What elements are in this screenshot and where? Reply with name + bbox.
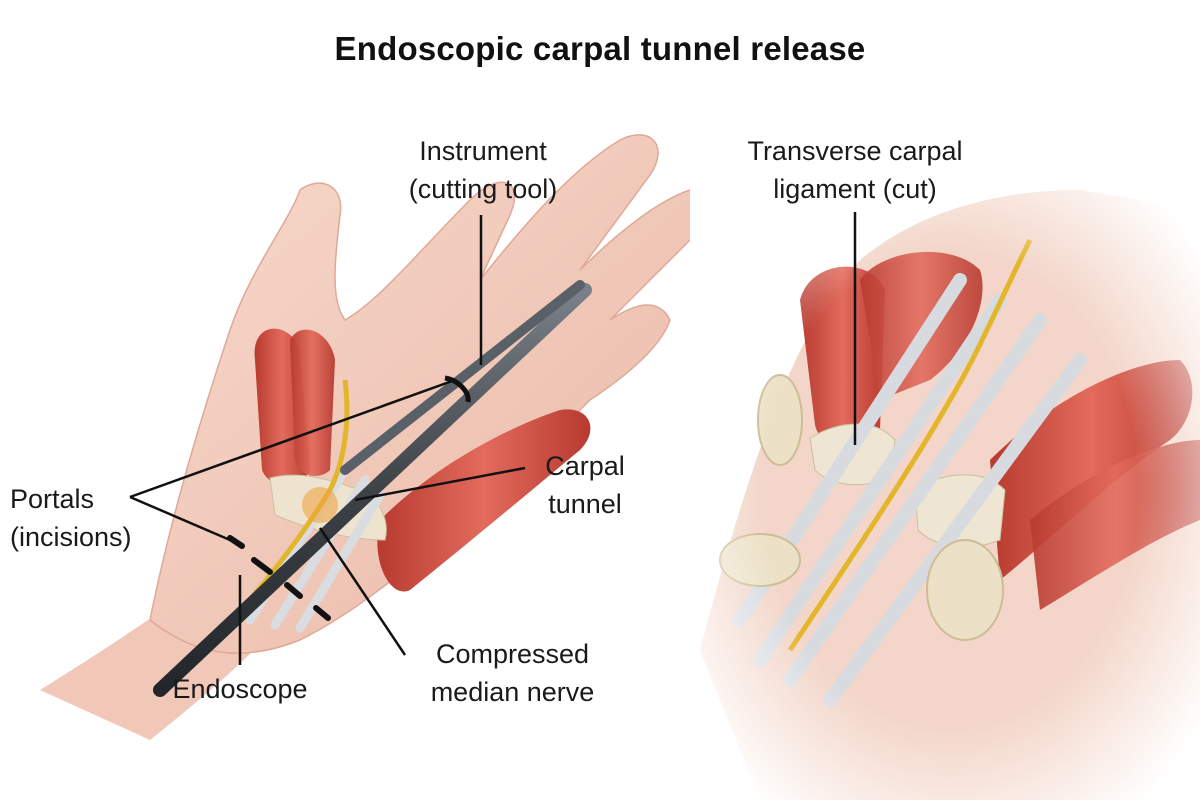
- nerve-label-line-1: Compressed: [435, 639, 590, 669]
- closeup-fade: [690, 160, 1200, 805]
- endoscope-label-text: Endoscope: [172, 674, 308, 704]
- compressed-nerve-label: Compressed median nerve: [405, 635, 620, 711]
- carpal-tunnel-label-line-2: tunnel: [548, 489, 622, 519]
- nerve-leader: [318, 527, 407, 656]
- leader-lines: [129, 212, 857, 665]
- carpal-tunnel-label: Carpal tunnel: [525, 447, 645, 523]
- carpal-tunnel-leader: [354, 466, 526, 502]
- portals-leader-lower: [129, 495, 231, 542]
- instrument-shaft: [340, 280, 585, 475]
- carpal-tunnel-label-line-1: Carpal: [545, 451, 625, 481]
- hand-illustration: [40, 134, 714, 740]
- diagram-title: Endoscopic carpal tunnel release: [334, 30, 866, 67]
- closeup-illustration: [690, 160, 1200, 805]
- forearm-muscle: [377, 409, 591, 592]
- portals-leader-upper: [129, 378, 456, 499]
- endoscope-label: Endoscope: [145, 670, 335, 708]
- ligament-label-line-1: Transverse carpal: [747, 136, 963, 166]
- nerve-label-line-2: median nerve: [430, 677, 595, 707]
- portals-label-line-2: (incisions): [10, 522, 132, 552]
- ligament-label-line-2: ligament (cut): [773, 174, 937, 204]
- endoscope-shaft: [153, 283, 592, 697]
- transverse-ligament-label: Transverse carpal ligament (cut): [710, 132, 1000, 208]
- instrument-sleeve: [444, 375, 471, 403]
- instrument-label-line-2: (cutting tool): [408, 174, 558, 204]
- palm-muscle: [290, 329, 335, 476]
- portals-label: Portals (incisions): [10, 480, 180, 556]
- portals-label-line-1: Portals: [10, 484, 95, 514]
- palm-skin: [149, 134, 714, 654]
- portal-marks: [227, 535, 331, 621]
- nerve-compression: [302, 487, 338, 523]
- instrument-label: Instrument (cutting tool): [378, 132, 588, 208]
- instrument-label-line-1: Instrument: [419, 136, 547, 166]
